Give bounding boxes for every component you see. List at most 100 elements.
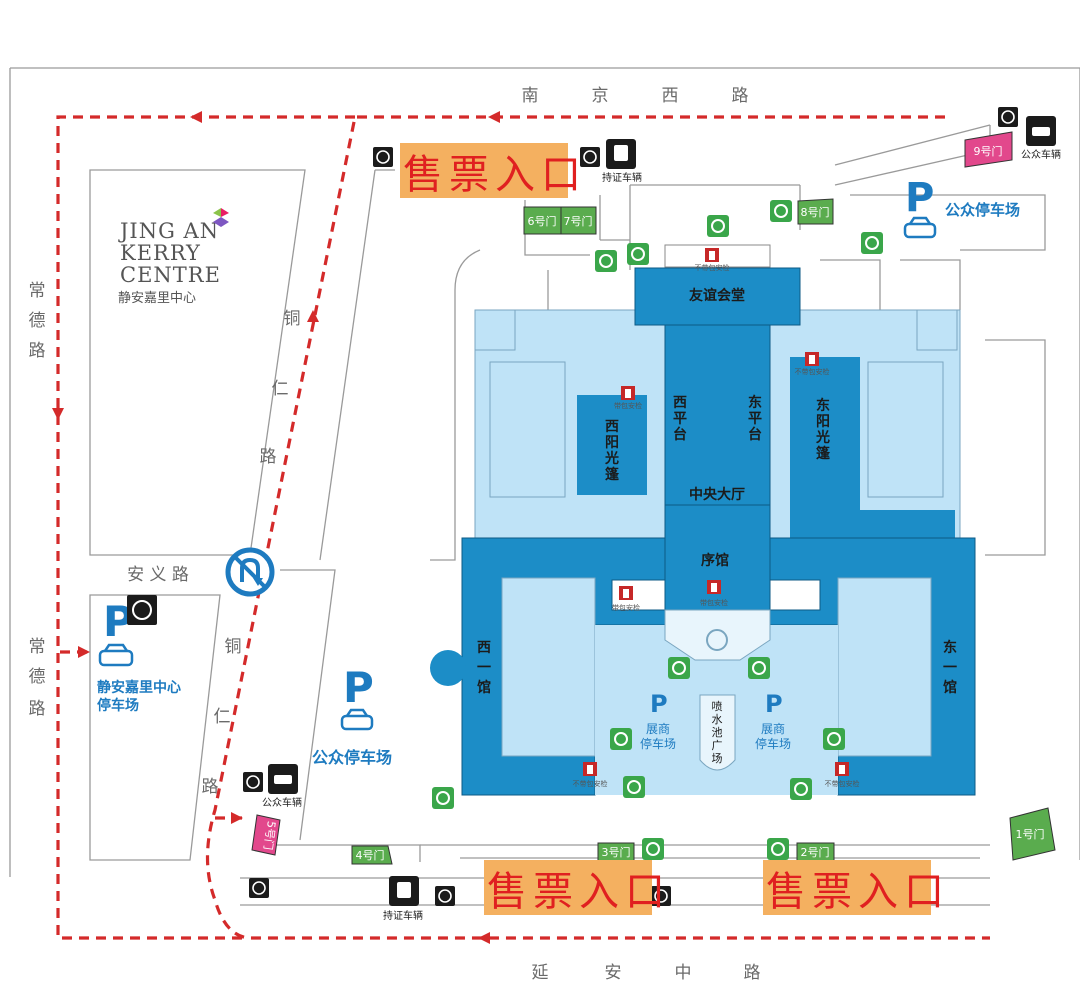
road-changde-lower: 常 德 路	[29, 637, 46, 719]
east-sunshade: 东 阳 光 篷	[815, 397, 831, 462]
road-char: 中	[675, 963, 692, 983]
checkpoint-icon	[770, 200, 792, 222]
road-char: 延	[532, 963, 549, 983]
public-parking-west: P 公众停车场	[312, 663, 392, 767]
road-char: 南	[522, 86, 539, 106]
svg-text:篷: 篷	[605, 466, 620, 483]
exhibitor-line1: 展商	[761, 721, 785, 736]
road-char: 路	[732, 86, 749, 106]
east-platform: 东 平 台	[748, 394, 762, 443]
checkpoint-icon	[627, 243, 649, 265]
svg-text:光: 光	[604, 450, 619, 467]
svg-text:馆: 馆	[943, 679, 957, 696]
svg-text:不带包安检: 不带包安检	[825, 779, 860, 788]
checkpoint-icon	[623, 776, 645, 798]
bus-icon: 持证车辆	[383, 876, 423, 922]
road-anyi: 安 义 路	[127, 565, 189, 585]
road-tongren-upper: 铜 仁 路	[260, 309, 301, 467]
svg-text:售票入口: 售票入口	[403, 152, 587, 198]
gate-9: 9号门	[964, 131, 1013, 168]
svg-text:平: 平	[748, 411, 762, 427]
car-icon	[903, 216, 937, 239]
road-changde-upper: 常 德 路	[29, 281, 46, 361]
svg-text:篷: 篷	[816, 445, 831, 462]
svg-text:售票入口: 售票入口	[766, 869, 950, 915]
security-check-icon: 带包安检	[614, 386, 642, 410]
svg-text:2号门: 2号门	[801, 845, 830, 859]
gate-5: 5号门	[251, 814, 281, 856]
gate-8: 8号门	[797, 198, 834, 225]
svg-text:4号门: 4号门	[356, 848, 385, 862]
security-check-icon: 不带包安检	[825, 762, 860, 788]
checkpoint-icon	[790, 778, 812, 800]
checkpoint-icon	[861, 232, 883, 254]
parking-symbol: P	[343, 663, 374, 712]
info-icon	[373, 147, 393, 167]
gates: 6号门 7号门 8号门 9号门 5号门 4号门 3号门 2号门	[251, 131, 1056, 865]
checkpoint-icon	[610, 728, 632, 750]
checkpoint-icon	[748, 657, 770, 679]
road-char: 德	[29, 667, 46, 687]
svg-text:一: 一	[943, 660, 957, 676]
svg-text:5号门: 5号门	[261, 820, 279, 851]
kerry-parking-line1: 静安嘉里中心	[97, 679, 181, 696]
svg-text:光: 光	[815, 429, 830, 446]
security-check-icon: 不带包安检	[795, 352, 830, 376]
checkpoint-icon	[432, 787, 454, 809]
svg-text:带包安检: 带包安检	[612, 603, 640, 612]
exhibitor-parking-west: P 展商 停车场	[640, 690, 676, 751]
gate-2: 2号门	[796, 842, 835, 862]
gate-7: 7号门	[560, 206, 597, 235]
prelude-hall: 序馆	[701, 552, 729, 569]
parking-symbol: P	[765, 690, 783, 718]
info-icon	[249, 878, 269, 898]
bus-icon: 持证车辆	[602, 139, 642, 184]
gate-6: 6号门	[523, 206, 562, 235]
security-check-icon: 不带包安检	[573, 762, 608, 788]
svg-text:东: 东	[943, 639, 957, 656]
parking-symbol: P	[905, 175, 934, 221]
west-platform: 西 平 台	[673, 395, 687, 443]
ticket-entrance-north: 售票入口	[400, 143, 587, 198]
west-sunshade: 西 阳 光 篷	[604, 419, 620, 483]
checkpoint-icon	[595, 250, 617, 272]
svg-text:8号门: 8号门	[801, 205, 830, 219]
checkpoint-icon	[642, 838, 664, 860]
info-icon	[580, 147, 600, 167]
road-char: 仁	[214, 707, 231, 727]
road-char: 路	[202, 777, 219, 797]
svg-text:池: 池	[712, 726, 723, 739]
svg-text:阳: 阳	[605, 435, 619, 451]
ticket-entrance-south-east: 售票入口	[763, 860, 950, 915]
svg-text:西: 西	[605, 419, 619, 435]
road-char: 常	[29, 637, 46, 657]
info-icon	[435, 886, 455, 906]
svg-text:东: 东	[748, 394, 762, 411]
svg-text:售票入口: 售票入口	[487, 869, 671, 915]
svg-text:带包安检: 带包安检	[614, 401, 642, 410]
info-icon	[651, 886, 671, 906]
svg-text:带包安检: 带包安检	[700, 598, 728, 607]
info-icon	[243, 772, 263, 792]
no-u-turn-icon	[225, 547, 275, 597]
road-char: 京	[592, 86, 609, 106]
svg-text:7号门: 7号门	[564, 214, 593, 228]
security-check-icon: 带包安检	[612, 586, 640, 612]
svg-text:9号门: 9号门	[974, 144, 1003, 158]
exhibitor-line2: 停车场	[755, 736, 791, 751]
info-icon	[998, 107, 1018, 127]
security-check-icon: 不带包安检	[695, 248, 730, 272]
taxi-icon: 公众车辆	[1021, 116, 1061, 161]
svg-text:东: 东	[816, 397, 830, 414]
checkpoint-icon	[823, 728, 845, 750]
road-char: 路	[260, 447, 277, 467]
road-yanan-middle: 延 安 中 路	[532, 963, 761, 983]
road-char: 安	[605, 963, 622, 983]
exhibitor-parking-east: P 展商 停车场	[755, 690, 791, 751]
road-char: 仁	[272, 379, 289, 399]
road-char: 德	[29, 311, 46, 331]
parking-symbol: P	[650, 690, 668, 718]
checkpoint-icon	[707, 215, 729, 237]
checkpoint-icon	[668, 657, 690, 679]
